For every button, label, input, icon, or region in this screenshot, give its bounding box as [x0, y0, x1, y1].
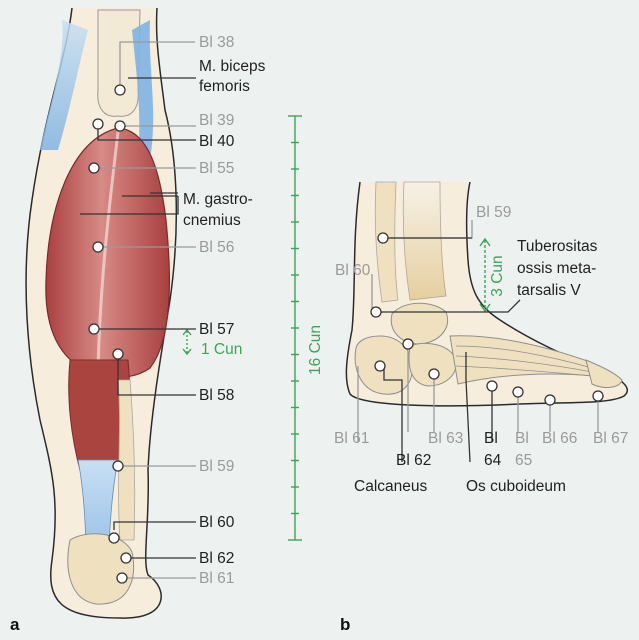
leg-bl59-marker: [113, 461, 123, 471]
foot-bl62-marker: [403, 339, 413, 349]
one-cun-bar: [183, 330, 191, 354]
foot-bl67-marker: [593, 391, 603, 401]
tuber-label-line1: Tuberositas: [517, 238, 598, 255]
foot-bl59-label: Bl 59: [476, 204, 511, 221]
leg-bl38-label: Bl 38: [199, 34, 234, 51]
biceps-label-line1: M. biceps: [199, 58, 266, 75]
leg-bl39-label: Bl 39: [199, 112, 234, 129]
leg-bl38-marker: [115, 85, 125, 95]
foot-bl62-label: Bl 62: [396, 452, 431, 469]
foot-bl64-marker: [487, 381, 497, 391]
leg-bl57-marker: [89, 324, 99, 334]
cuboideum-label: Os cuboideum: [466, 478, 566, 495]
foot-illustration: 3 Cun: [334, 182, 628, 495]
leg-bl62-marker: [121, 553, 131, 563]
foot-bl66-label: Bl 66: [542, 430, 577, 447]
heel-bone: [68, 534, 134, 604]
foot-bl64-label-line1: Bl: [484, 430, 498, 447]
sixteen-cun-bar: 16 Cun: [288, 116, 324, 540]
foot-bl65-label-line1: Bl: [515, 430, 529, 447]
leg-bl56-label: Bl 56: [199, 239, 234, 256]
gastro-label-line2: cnemius: [183, 212, 241, 229]
one-cun-label: 1 Cun: [201, 341, 242, 358]
leg-bl55-marker: [89, 163, 99, 173]
foot-bl64-label-line2: 64: [484, 452, 502, 469]
foot-bl60-label: Bl 60: [335, 262, 371, 279]
leg-bl57-label: Bl 57: [199, 321, 234, 338]
foot-bl65-label-line2: 65: [515, 452, 532, 469]
three-cun-label: 3 Cun: [489, 255, 506, 296]
sixteen-cun-label: 16 Cun: [307, 325, 324, 375]
tuber-label-line3: tarsalis V: [517, 282, 581, 299]
panel-b-letter: b: [340, 615, 350, 634]
foot-bl65-marker: [513, 387, 523, 397]
femur-shape: [98, 10, 140, 116]
leg-bl61-marker: [117, 573, 127, 583]
leg-bl60-label: Bl 60: [199, 514, 235, 531]
leg-bl40-marker: [93, 119, 103, 129]
leg-bl55-label: Bl 55: [199, 160, 234, 177]
toes-shape: [586, 360, 622, 387]
leg-bl59-label: Bl 59: [199, 458, 234, 475]
foot-bl60-marker: [371, 307, 381, 317]
foot-bl67-label: Bl 67: [593, 430, 628, 447]
tibia-shape: [403, 182, 446, 300]
leg-bl56-marker: [93, 242, 103, 252]
foot-bl63-marker: [429, 369, 439, 379]
leg-illustration: 16 Cun 1 Cun: [26, 8, 324, 618]
leg-bl39-marker: [115, 121, 125, 131]
tuber-label-line2: ossis meta-: [517, 260, 596, 277]
calcaneus-label: Calcaneus: [354, 478, 427, 495]
leg-bl58-label: Bl 58: [199, 387, 234, 404]
foot-bl59-marker: [378, 233, 388, 243]
leg-bl40-label: Bl 40: [199, 133, 235, 150]
foot-bl61-marker: [375, 361, 385, 371]
leg-bl62-label: Bl 62: [199, 550, 234, 567]
biceps-label-line2: femoris: [199, 78, 250, 95]
leg-bl61-label: Bl 61: [199, 570, 234, 587]
leg-bl60-marker: [109, 533, 119, 543]
foot-bl63-label: Bl 63: [428, 430, 463, 447]
leg-bl58-marker: [113, 349, 123, 359]
panel-a-letter: a: [10, 615, 20, 634]
foot-bl61-label: Bl 61: [334, 430, 369, 447]
foot-bl66-marker: [545, 395, 555, 405]
gastro-label-line1: M. gastro-: [183, 191, 253, 208]
